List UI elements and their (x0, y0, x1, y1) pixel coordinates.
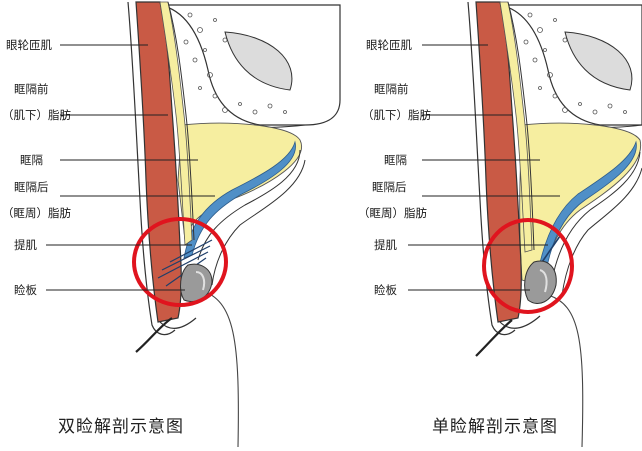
orbicularis-muscle (135, 1, 182, 323)
eyelid-margin (159, 317, 197, 329)
label-levator-single: 提肌 (374, 238, 397, 252)
orbicularis-muscle-2 (475, 1, 522, 323)
label-preseptal-fat-line1-double: 眶隔前 (14, 82, 49, 96)
septum-line (167, 1, 195, 241)
label-postseptal-fat-line2-single: （眶周）脂肪 (358, 206, 427, 220)
label-orbicularis-double: 眼轮匝肌 (6, 38, 52, 52)
orbit-cavity (224, 31, 293, 91)
panel-single-eyelid (408, 1, 642, 448)
tarsus-highlight-2 (539, 269, 548, 293)
caption-double-eyelid: 双睑解剖示意图 (58, 417, 184, 437)
septum-outer-line (211, 159, 306, 286)
preseptal-fat-2 (499, 1, 533, 253)
highlight-circle-single (482, 218, 574, 314)
bone-texture-dots (183, 12, 287, 115)
septum-line-2 (507, 1, 535, 251)
label-preseptal-fat-line1-single: 眶隔前 (374, 82, 409, 96)
leader-lines-double (46, 44, 215, 291)
eyelashes-2 (475, 319, 513, 357)
label-levator-double: 提肌 (14, 238, 37, 252)
label-orbicularis-single: 眼轮匝肌 (366, 38, 412, 52)
label-postseptal-fat-line1-single: 眶隔后 (372, 180, 407, 194)
label-postseptal-fat-line1-double: 眶隔后 (14, 180, 49, 194)
orbit-cavity-2 (564, 31, 633, 91)
caption-single-eyelid: 单睑解剖示意图 (432, 417, 558, 437)
label-preseptal-fat-line2-single: （肌下）脂肪 (362, 108, 431, 122)
tarsus-highlight (195, 271, 206, 291)
eyelashes (135, 317, 173, 353)
levator-2 (539, 235, 561, 266)
orbital-bone-outline-2 (499, 4, 642, 126)
leader-lines-single (408, 44, 560, 291)
skin-outline-2 (467, 1, 516, 336)
label-preseptal-fat-line2-double: （肌下）脂肪 (2, 108, 71, 122)
panel-double-eyelid (46, 1, 341, 448)
eyelid-margin-2 (499, 315, 541, 329)
septum-inner-line (197, 149, 301, 261)
label-septum-double: 眶隔 (20, 153, 43, 167)
eyeball-curve (199, 289, 239, 448)
label-postseptal-fat-line2-double: （眶周）脂肪 (2, 206, 71, 220)
label-tarsus-single: 睑板 (374, 283, 397, 297)
label-septum-single: 眶隔 (384, 153, 407, 167)
septum-outer-line-2 (561, 167, 642, 296)
highlight-circle-double (132, 217, 228, 307)
levator-fibers (157, 239, 213, 287)
septum-inner-line-2 (551, 151, 641, 281)
tarsus-plate-2 (524, 260, 557, 304)
label-tarsus-double: 睑板 (14, 283, 37, 297)
preseptal-fat (159, 1, 193, 246)
